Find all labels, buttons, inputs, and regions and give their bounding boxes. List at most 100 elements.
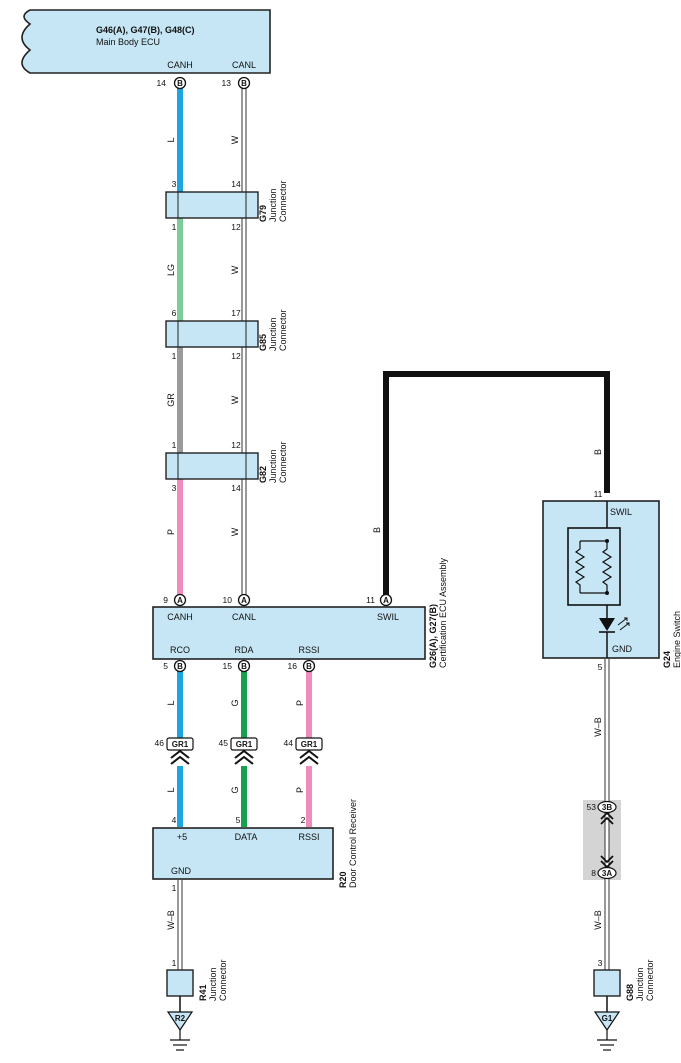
junction-connector-g79: 3 14 1 12 G79 Junction Connector <box>165 179 288 232</box>
canh-wire-label-3: GR <box>166 393 176 407</box>
svg-text:10: 10 <box>223 595 233 605</box>
svg-text:3B: 3B <box>602 803 612 812</box>
svg-text:12: 12 <box>231 222 241 232</box>
swil-wire-label-right: B <box>593 449 603 455</box>
svg-text:B: B <box>177 662 183 671</box>
junction-connector-g88: 3 G88 Junction Connector <box>593 958 655 1012</box>
svg-text:Connector: Connector <box>645 959 655 1001</box>
cert-ecu-code: G26(A), G27(B) <box>428 604 438 668</box>
svg-text:GR1: GR1 <box>301 740 318 749</box>
svg-text:W–B: W–B <box>166 910 176 930</box>
svg-text:L: L <box>166 787 176 792</box>
canl-wire-label-3: W <box>230 395 240 404</box>
r20-name: Door Control Receiver <box>348 799 358 888</box>
svg-text:GND: GND <box>171 866 192 876</box>
svg-text:GR1: GR1 <box>236 740 253 749</box>
cert-ecu-canl-connector <box>237 593 251 607</box>
cert-ecu-rssi-connector <box>302 659 316 673</box>
svg-text:2: 2 <box>301 815 306 825</box>
svg-text:B: B <box>241 662 247 671</box>
svg-text:16: 16 <box>288 661 298 671</box>
svg-text:SWIL: SWIL <box>610 507 632 517</box>
main-ecu-canh-connector <box>173 76 187 90</box>
svg-text:R2: R2 <box>175 1014 186 1023</box>
svg-text:Connector: Connector <box>278 180 288 222</box>
svg-text:12: 12 <box>231 440 241 450</box>
svg-text:R41: R41 <box>198 984 208 1001</box>
svg-text:14: 14 <box>231 179 241 189</box>
canh-wire-label-2: LG <box>166 264 176 276</box>
svg-text:P: P <box>295 787 305 793</box>
svg-text:Connector: Connector <box>218 959 228 1001</box>
cert-ecu-swil-connector <box>379 593 393 607</box>
led-icon <box>599 617 630 658</box>
svg-text:9: 9 <box>163 595 168 605</box>
svg-text:3: 3 <box>172 179 177 189</box>
svg-text:11: 11 <box>594 489 603 499</box>
svg-text:G88: G88 <box>625 984 635 1001</box>
svg-text:CANH: CANH <box>167 612 193 622</box>
swil-wire <box>383 371 610 595</box>
main-ecu-code: G46(A), G47(B), G48(C) <box>96 25 195 35</box>
cert-ecu-rco-connector <box>173 659 187 673</box>
svg-text:3A: 3A <box>602 869 612 878</box>
svg-text:B: B <box>306 662 312 671</box>
main-ecu-canh-terminal: CANH <box>167 60 193 70</box>
svg-text:G: G <box>230 699 240 706</box>
svg-text:L: L <box>166 700 176 705</box>
svg-text:Junction: Junction <box>268 317 278 351</box>
svg-text:53: 53 <box>587 802 597 812</box>
cert-ecu-rda-connector <box>237 659 251 673</box>
swil-wire-label-left: B <box>372 527 382 533</box>
svg-text:RCO: RCO <box>170 645 190 655</box>
svg-text:G82: G82 <box>258 466 268 483</box>
svg-text:1: 1 <box>172 958 177 968</box>
svg-text:Junction: Junction <box>268 188 278 222</box>
svg-text:RDA: RDA <box>234 645 253 655</box>
canl-wire-label-1: W <box>230 135 240 144</box>
svg-text:RSSI: RSSI <box>298 832 319 842</box>
svg-text:46: 46 <box>155 738 165 748</box>
g24-code: G24 <box>662 651 672 668</box>
svg-text:DATA: DATA <box>235 832 258 842</box>
gr1-connector-3: 44 GR1 <box>284 737 323 765</box>
svg-text:17: 17 <box>231 308 241 318</box>
svg-text:W–B: W–B <box>593 717 603 737</box>
svg-text:A: A <box>383 596 389 605</box>
svg-text:45: 45 <box>219 738 229 748</box>
svg-text:11: 11 <box>366 595 375 605</box>
svg-text:12: 12 <box>231 351 241 361</box>
canh-wire-label-1: L <box>166 137 176 142</box>
svg-text:G1: G1 <box>602 1014 613 1023</box>
svg-text:G85: G85 <box>258 334 268 351</box>
canh-wire-label-4: P <box>166 529 176 535</box>
junction-connector-g85: 6 17 1 12 G85 Junction Connector <box>165 308 288 361</box>
svg-text:GND: GND <box>612 644 633 654</box>
g24-name: Engine Switch <box>672 611 681 668</box>
main-ecu-canh-pin: 14 <box>157 78 167 88</box>
ground-g1-icon: G1 <box>593 1011 621 1051</box>
svg-text:1: 1 <box>172 883 177 893</box>
svg-text:6: 6 <box>172 308 177 318</box>
svg-text:1: 1 <box>172 440 177 450</box>
svg-text:SWIL: SWIL <box>377 612 399 622</box>
svg-text:Junction: Junction <box>268 449 278 483</box>
engine-switch: 11 SWIL GND G24 Engine Switch <box>542 489 681 668</box>
svg-text:8: 8 <box>591 868 596 878</box>
svg-text:GR1: GR1 <box>172 740 189 749</box>
svg-text:Connector: Connector <box>278 309 288 351</box>
ground-r2-icon: R2 <box>166 1011 194 1051</box>
svg-text:G: G <box>230 786 240 793</box>
svg-text:4: 4 <box>172 815 177 825</box>
cert-ecu-canh-connector <box>173 593 187 607</box>
certification-ecu: CANH CANL SWIL RCO RDA RSSI G26(A), G27(… <box>152 557 448 668</box>
svg-text:3: 3 <box>598 958 603 968</box>
svg-text:A: A <box>177 596 183 605</box>
r20-code: R20 <box>338 871 348 888</box>
svg-text:14: 14 <box>231 483 241 493</box>
svg-text:5: 5 <box>236 815 241 825</box>
svg-text:1: 1 <box>172 351 177 361</box>
svg-text:Junction: Junction <box>208 967 218 1001</box>
svg-text:G79: G79 <box>258 205 268 222</box>
door-control-receiver: 4 5 2 +5 DATA RSSI GND R20 Door Control … <box>152 799 358 888</box>
